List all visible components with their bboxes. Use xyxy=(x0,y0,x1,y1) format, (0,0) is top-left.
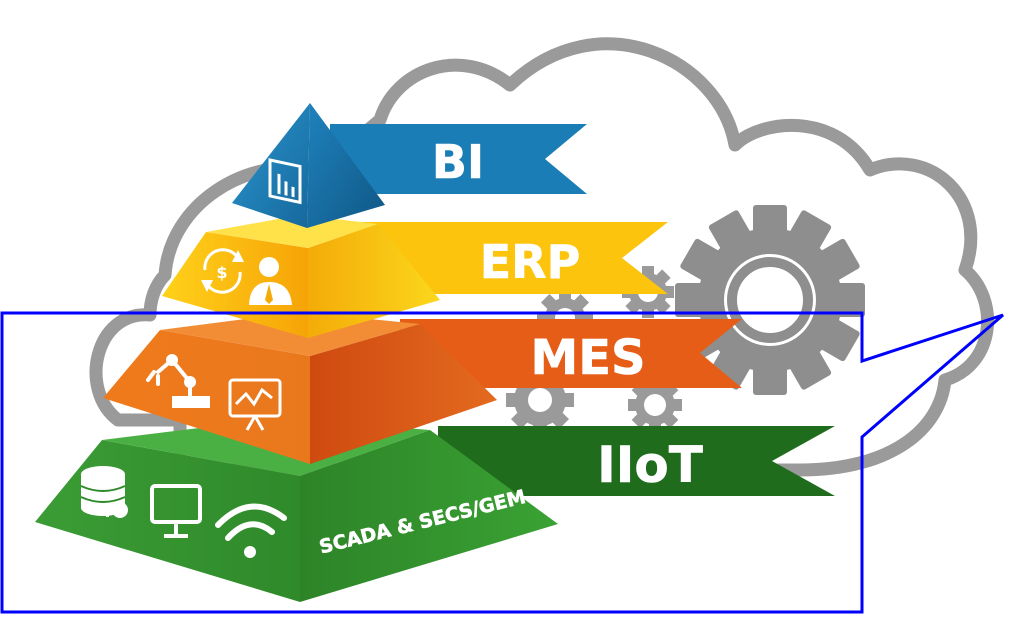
monitor-chart-icon xyxy=(228,378,282,431)
robot-arm-icon xyxy=(146,354,210,408)
database-key-icon xyxy=(80,466,128,518)
ribbon-bi xyxy=(330,124,587,194)
bar-chart-icon xyxy=(268,158,302,205)
computer-icon xyxy=(150,484,202,538)
business-user-icon xyxy=(249,257,292,305)
currency-cycle-icon: $ xyxy=(201,248,244,294)
annotation-outline xyxy=(0,311,1004,614)
layer-label-bi: BI xyxy=(432,135,484,189)
layer-label-erp: ERP xyxy=(480,235,581,289)
layer-label-mes: MES xyxy=(530,330,645,386)
layer-label-iiot: IIoT xyxy=(597,436,703,494)
ribbon-erp xyxy=(345,222,668,294)
ribbon-iiot xyxy=(438,426,835,496)
svg-text:$: $ xyxy=(216,263,227,282)
ribbon-mes xyxy=(400,319,742,388)
wifi-icon xyxy=(215,503,287,558)
